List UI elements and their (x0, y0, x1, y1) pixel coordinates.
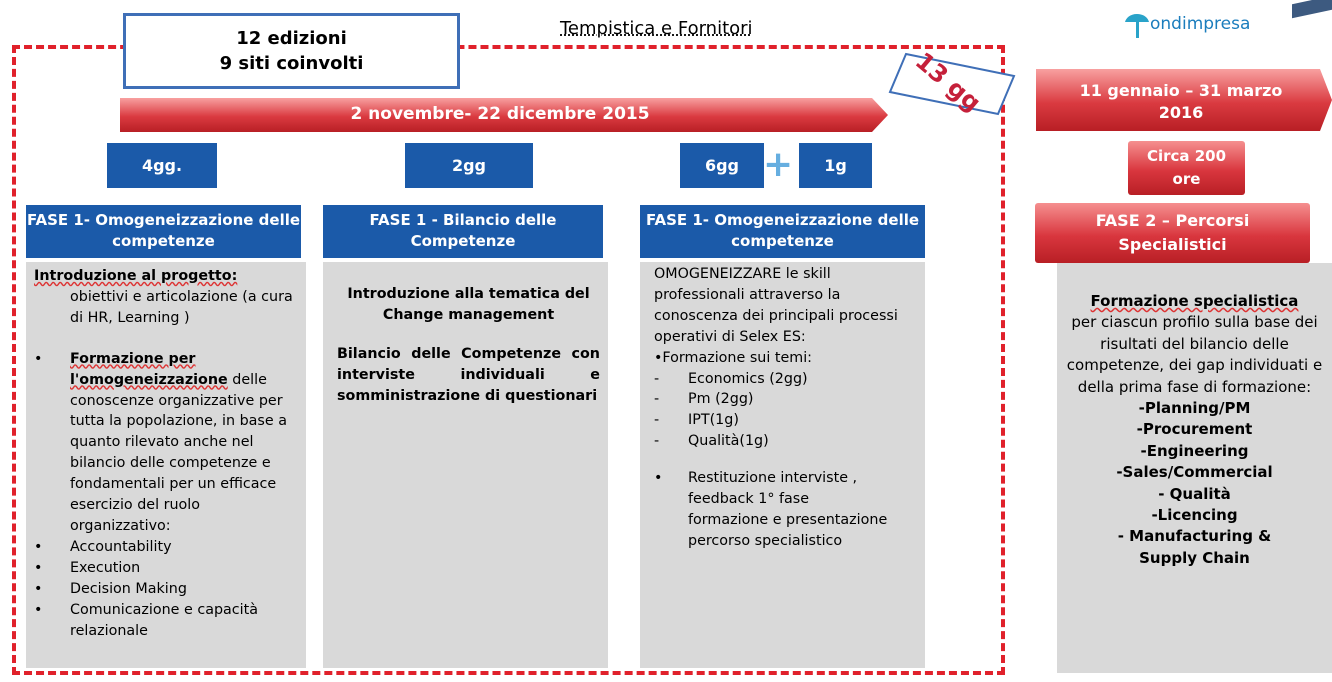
date-line1: 11 gennaio – 31 marzo (1079, 81, 1283, 100)
list-item: •Execution (34, 558, 298, 579)
omogeneizzare-text: OMOGENEIZZARE le skill professionali att… (654, 266, 898, 345)
phase-panel-col4: Formazione specialistica per ciascun pro… (1057, 263, 1332, 673)
editions-text: 12 edizioni (236, 28, 347, 49)
list-item-text: Accountability (70, 538, 172, 555)
page-title: Tempistica e Fornitori (560, 18, 753, 39)
phase2-line2: Specialistici (1118, 235, 1227, 254)
phase-panel-col3: OMOGENEIZZARE le skill professionali att… (640, 262, 925, 668)
list-item: •Decision Making (34, 579, 298, 600)
plus-icon: + (763, 144, 794, 185)
phase-header-col1: FASE 1- Omogeneizzazione delle competenz… (26, 205, 301, 258)
bilancio-text: Bilancio delle Competenze con interviste… (337, 345, 600, 404)
intro-heading: Introduzione al progetto: (34, 268, 238, 284)
phase-header-col4: FASE 2 – Percorsi Specialistici (1035, 203, 1310, 263)
list-item-text: Decision Making (70, 580, 187, 597)
list-item-text: Economics (2gg) (688, 370, 808, 387)
list-item: -Procurement (1136, 420, 1253, 439)
logo-text: ondimpresa (1150, 14, 1251, 34)
list-item: -Engineering (1140, 441, 1249, 460)
fondimpresa-logo-icon (1122, 10, 1152, 40)
phase2-line1: FASE 2 – Percorsi (1095, 211, 1250, 230)
bullet-formazione-text: delle conoscenze organizzative per tutta… (70, 371, 287, 534)
list-item-text: Execution (70, 559, 141, 576)
days-badge-col1: 4gg. (107, 143, 217, 188)
phase-panel-col2: Introduzione alla tematica del Change ma… (323, 262, 608, 668)
hours-line1: Circa 200 (1146, 147, 1227, 165)
list-item-text: Comunicazione e capacità relazionale (70, 601, 258, 639)
timeline-arrow (120, 98, 890, 132)
phase-header-col3: FASE 1- Omogeneizzazione delle competenz… (640, 205, 925, 258)
specialistica-title: Formazione specialistica (1090, 292, 1299, 310)
duration-tag (888, 52, 1016, 116)
list-item: -Licencing (1151, 506, 1238, 525)
phase-header-col2: FASE 1 - Bilancio delle Competenze (323, 205, 603, 258)
list-item: -Sales/Commercial (1116, 463, 1273, 482)
list-item: -Planning/PM (1138, 399, 1251, 418)
days-badge-col3b: 1g (799, 143, 872, 188)
list-item: -IPT(1g) (654, 410, 919, 431)
list-item: -Qualità(1g) (654, 431, 919, 452)
dashed-frame (12, 45, 1005, 675)
list-item: - Manufacturing & Supply Chain (1117, 527, 1272, 567)
date-arrow (1036, 69, 1332, 131)
list-item: - Qualità (1158, 484, 1231, 503)
phase-panel-col1: Introduzione al progetto: obiettivi e ar… (26, 262, 306, 668)
timeline-text: 2 novembre- 22 dicembre 2015 (350, 104, 650, 124)
list-item: -Pm (2gg) (654, 389, 919, 410)
days-badge-col3a: 6gg (680, 143, 764, 188)
days-badge-col2: 2gg (405, 143, 533, 188)
list-item-text: Qualità(1g) (688, 433, 769, 450)
bullet-formazione-title: Formazione per l'omogeneizzazione (70, 350, 228, 388)
hours-badge: Circa 200 ore (1128, 141, 1245, 195)
formazione-temi: •Formazione sui temi: (654, 349, 812, 366)
hours-line2: ore (1172, 170, 1201, 188)
editions-box: 12 edizioni 9 siti coinvolti (123, 13, 460, 89)
sites-text: 9 siti coinvolti (219, 53, 364, 74)
bullet-formazione: • Formazione per l'omogeneizzazione dell… (34, 350, 287, 534)
change-management-text: Introduzione alla tematica del Change ma… (347, 286, 590, 323)
list-item-text: Pm (2gg) (688, 391, 754, 408)
date-line2: 2016 (1158, 103, 1204, 122)
corner-decoration (1292, 0, 1332, 19)
intro-subtext: obiettivi e articolazione (a cura di HR,… (70, 288, 293, 326)
bullet-restituzione: • Restituzione interviste , feedback 1° … (654, 468, 919, 552)
list-item: •Comunicazione e capacità relazionale (34, 600, 298, 642)
date-text: 11 gennaio – 31 marzo 2016 (1036, 80, 1326, 124)
list-item: •Accountability (34, 537, 298, 558)
bullet-restituzione-text: Restituzione interviste , feedback 1° fa… (688, 470, 888, 549)
list-item: -Economics (2gg) (654, 369, 919, 390)
list-item-text: IPT(1g) (688, 412, 739, 429)
specialistica-text: per ciascun profilo sulla base dei risul… (1066, 313, 1323, 396)
